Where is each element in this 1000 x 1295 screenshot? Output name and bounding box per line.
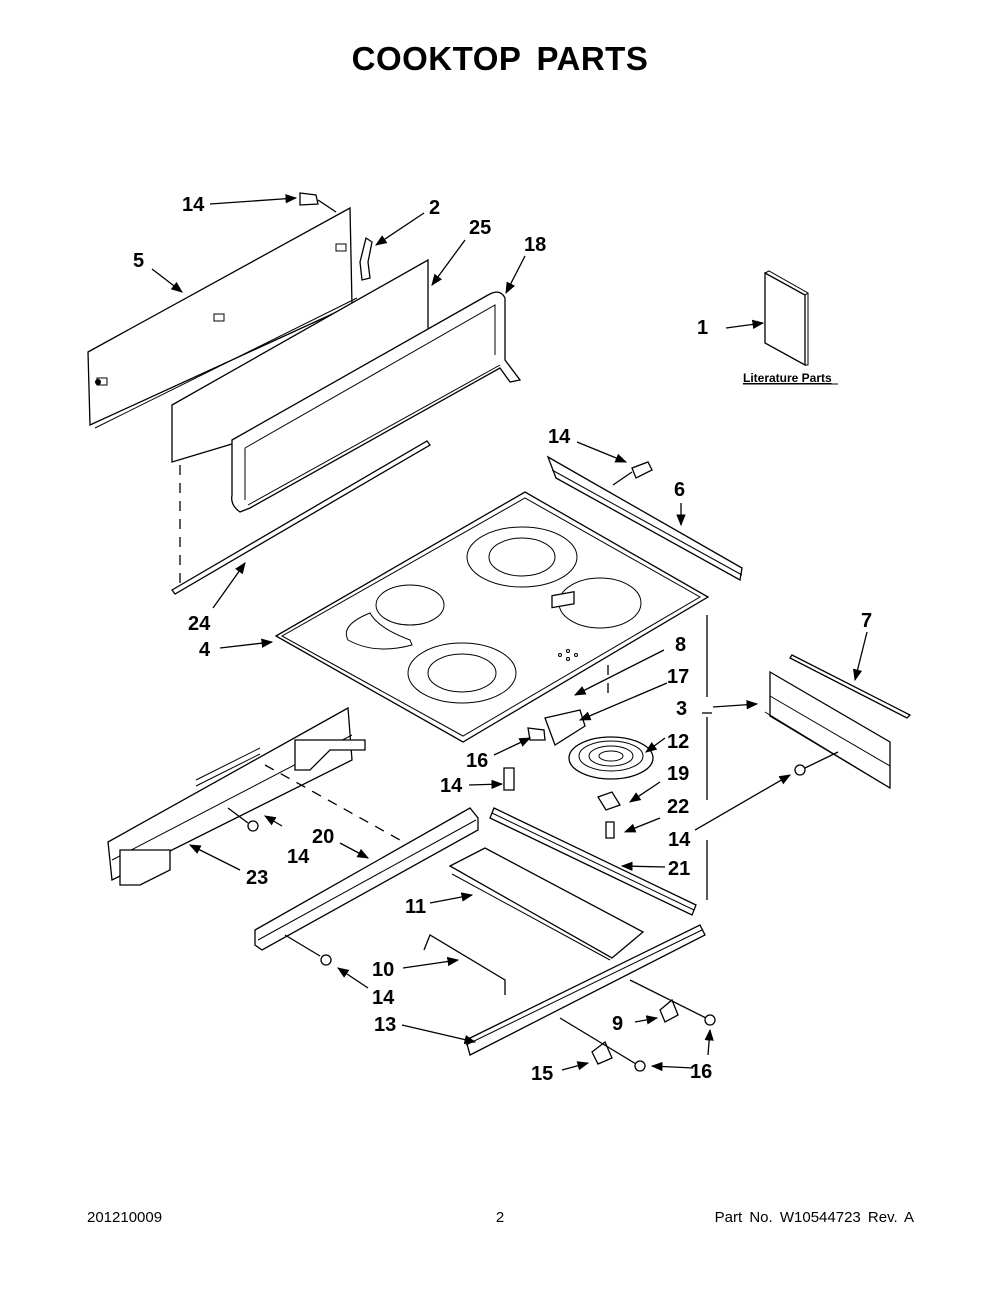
screw-14-rear[interactable] [227, 807, 259, 832]
support-plate-part[interactable] [448, 847, 645, 961]
vent-slots [195, 747, 261, 787]
side-channel-part[interactable] [764, 670, 891, 790]
callout-11[interactable]: 11 [405, 896, 426, 918]
callout-20[interactable]: 20 [312, 826, 334, 848]
trim-strip-part[interactable] [171, 440, 431, 595]
callout-14[interactable]: 14 [440, 775, 463, 797]
leader-lines [151, 194, 868, 1072]
element-support-part[interactable] [489, 807, 697, 916]
screw-14-mid[interactable] [503, 767, 515, 791]
callout-21[interactable]: 21 [668, 858, 690, 880]
front-channel-lower-part[interactable] [465, 924, 706, 1056]
literature-parts-label[interactable]: Literature Parts [743, 371, 832, 385]
callout-13[interactable]: 13 [374, 1014, 396, 1036]
screw-14-trim[interactable] [612, 461, 653, 486]
footer-doc-code: 201210009 [87, 1209, 163, 1226]
footer-page-number: 2 [495, 1209, 505, 1226]
bracket-part[interactable] [359, 236, 373, 281]
screw-14-front[interactable] [284, 934, 332, 966]
screw-16-right[interactable] [629, 979, 716, 1026]
callout-3[interactable]: 3 [676, 698, 687, 720]
callout-8[interactable]: 8 [675, 634, 686, 656]
page-title: COOKTOP PARTS [351, 40, 649, 77]
callout-2[interactable]: 2 [429, 197, 440, 219]
callout-14[interactable]: 14 [668, 829, 691, 851]
callout-25[interactable]: 25 [469, 217, 491, 239]
screw-16-lower[interactable] [559, 1017, 646, 1072]
console-frame-part[interactable] [231, 291, 522, 513]
screw-22-part[interactable] [605, 821, 615, 839]
callout-16[interactable]: 16 [690, 1061, 712, 1083]
callout-14[interactable]: 14 [287, 846, 310, 868]
screw-14-side[interactable] [794, 751, 839, 776]
footer-part-number: Part No. W10544723 Rev. A [714, 1209, 914, 1226]
cooktop-glass-part[interactable] [274, 491, 710, 743]
front-channel-part[interactable] [254, 807, 479, 951]
callout-14[interactable]: 14 [182, 194, 205, 216]
callout-18[interactable]: 18 [524, 234, 546, 256]
screw-16-mid[interactable] [527, 727, 546, 741]
callout-17[interactable]: 17 [667, 666, 689, 688]
callout-5[interactable]: 5 [133, 250, 144, 272]
rear-trim-part[interactable] [546, 455, 743, 582]
callout-15[interactable]: 15 [531, 1063, 553, 1085]
literature-book-part[interactable] [764, 270, 809, 367]
gasket-part[interactable] [789, 654, 912, 719]
callout-24[interactable]: 24 [188, 613, 211, 635]
callout-10[interactable]: 10 [372, 959, 394, 981]
callout-7[interactable]: 7 [861, 610, 872, 632]
rear-channel-part[interactable] [107, 706, 366, 886]
callout-16[interactable]: 16 [466, 750, 488, 772]
callout-1[interactable]: 1 [697, 317, 708, 339]
callout-19[interactable]: 19 [667, 763, 689, 785]
callout-6[interactable]: 6 [674, 479, 685, 501]
hinge-15-part[interactable] [591, 1040, 613, 1065]
callout-4[interactable]: 4 [199, 639, 211, 661]
callout-9[interactable]: 9 [612, 1013, 623, 1035]
element-bracket-part[interactable] [544, 709, 586, 746]
rod-part[interactable] [423, 934, 506, 995]
alignment-line [264, 764, 401, 841]
callout-14[interactable]: 14 [372, 987, 395, 1009]
callout-14[interactable]: 14 [548, 426, 571, 448]
callout-22[interactable]: 22 [667, 796, 689, 818]
callout-23[interactable]: 23 [246, 867, 268, 889]
terminal-block-part[interactable] [551, 591, 575, 609]
callout-12[interactable]: 12 [667, 731, 689, 753]
hinge-9-part[interactable] [659, 998, 679, 1023]
radiant-element-part[interactable] [568, 736, 654, 780]
screw-14-top[interactable] [299, 192, 337, 213]
clip-part[interactable] [597, 791, 621, 811]
